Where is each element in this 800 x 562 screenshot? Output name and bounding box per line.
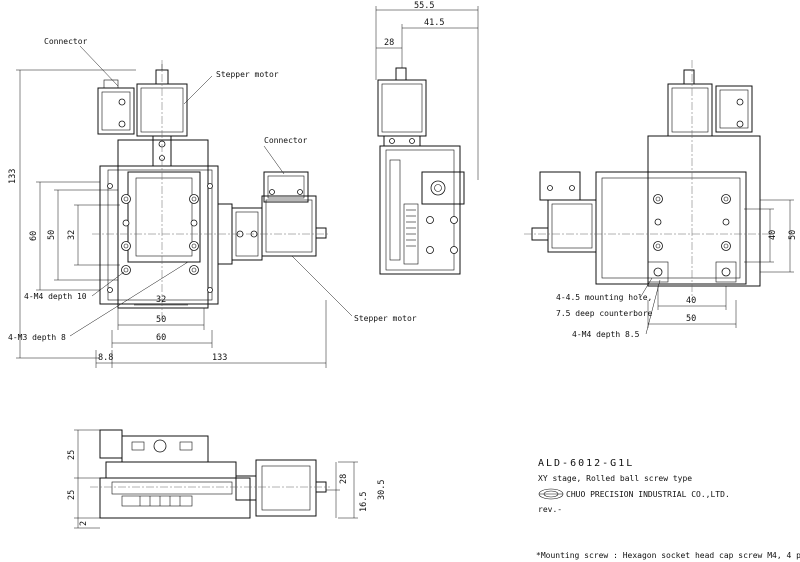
label-connector-top: Connector — [44, 37, 88, 46]
dim-133-horizontal: 133 — [212, 353, 227, 363]
dim-50-horizontal-right: 50 — [686, 314, 696, 324]
dim-55-5: 55.5 — [414, 1, 434, 11]
dim-40-horizontal: 40 — [686, 296, 696, 306]
dim-32-vertical: 32 — [67, 230, 77, 240]
label-mount-hole: 4-4.5 mounting hole, — [556, 293, 652, 302]
dim-50-horizontal: 50 — [156, 315, 166, 325]
dim-25-b: 25 — [67, 490, 77, 500]
dim-28-right: 28 — [339, 474, 349, 484]
dim-50-vertical: 50 — [47, 230, 57, 240]
dim-50-vertical-right: 50 — [788, 230, 798, 240]
label-m4-depth85: 4-M4 depth 8.5 — [572, 330, 640, 339]
dim-2: 2 — [79, 521, 89, 526]
front-view — [90, 429, 330, 519]
dim-60-horizontal: 60 — [156, 333, 166, 343]
stage-description: XY stage, Rolled ball screw type — [538, 474, 692, 483]
label-stepper-bottom: Stepper motor — [354, 314, 417, 323]
footnote: *Mounting screw : Hexagon socket head ca… — [536, 551, 800, 560]
label-m3-depth8: 4-M3 depth 8 — [8, 333, 66, 342]
company-name: CHUO PRECISION INDUSTRIAL CO.,LTD. — [566, 490, 730, 499]
dim-16-5: 16.5 — [359, 492, 369, 512]
dim-32-horizontal: 32 — [156, 295, 166, 305]
dim-8-8: 8.8 — [98, 353, 113, 363]
dim-40-vertical: 40 — [768, 230, 778, 240]
dim-28-top: 28 — [384, 38, 394, 48]
bottom-view — [524, 60, 775, 300]
side-view — [377, 67, 465, 275]
label-stepper-top: Stepper motor — [216, 70, 279, 79]
company-logo-icon — [538, 488, 564, 500]
dim-60-vertical: 60 — [29, 231, 39, 241]
dim-133-vertical: 133 — [8, 169, 18, 184]
label-connector-right: Connector — [264, 136, 308, 145]
top-view — [92, 60, 330, 320]
dim-25-a: 25 — [67, 450, 77, 460]
dim-41-5: 41.5 — [424, 18, 444, 28]
model-number: ALD-6012-G1L — [538, 458, 634, 469]
revision: rev.- — [538, 505, 562, 514]
label-counterbore: 7.5 deep counterbore — [556, 309, 653, 318]
dimension-lines — [16, 6, 794, 529]
dim-30-5: 30.5 — [377, 480, 387, 500]
label-m4-depth10: 4-M4 depth 10 — [24, 292, 87, 301]
